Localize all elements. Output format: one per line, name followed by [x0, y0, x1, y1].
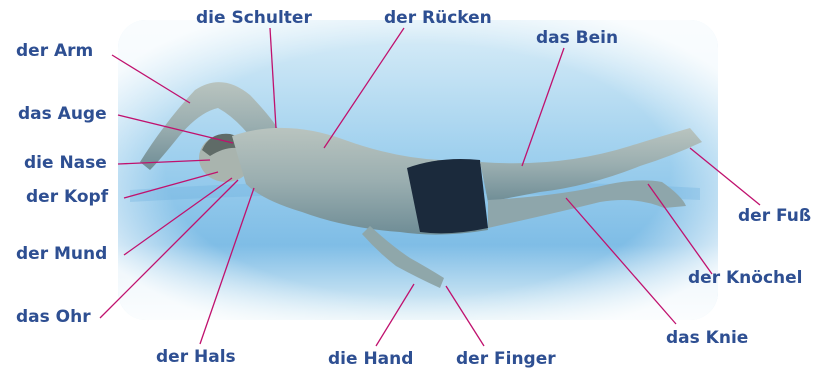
label-nase: die Nase [24, 155, 107, 172]
label-kopf: der Kopf [26, 189, 108, 206]
label-knoechel: der Knöchel [688, 270, 803, 287]
label-hals: der Hals [156, 349, 236, 366]
label-auge: das Auge [18, 106, 107, 123]
label-knie: das Knie [666, 330, 748, 347]
label-arm: der Arm [16, 43, 93, 60]
label-mund: der Mund [16, 246, 107, 263]
label-ruecken: der Rücken [384, 10, 492, 27]
label-hand: die Hand [328, 351, 413, 368]
swimmer-swimsuit [407, 159, 488, 233]
label-ohr: das Ohr [16, 309, 91, 326]
label-fuss: der Fuß [738, 208, 811, 225]
label-schulter: die Schulter [196, 10, 312, 27]
label-bein: das Bein [536, 30, 618, 47]
label-finger: der Finger [456, 351, 556, 368]
